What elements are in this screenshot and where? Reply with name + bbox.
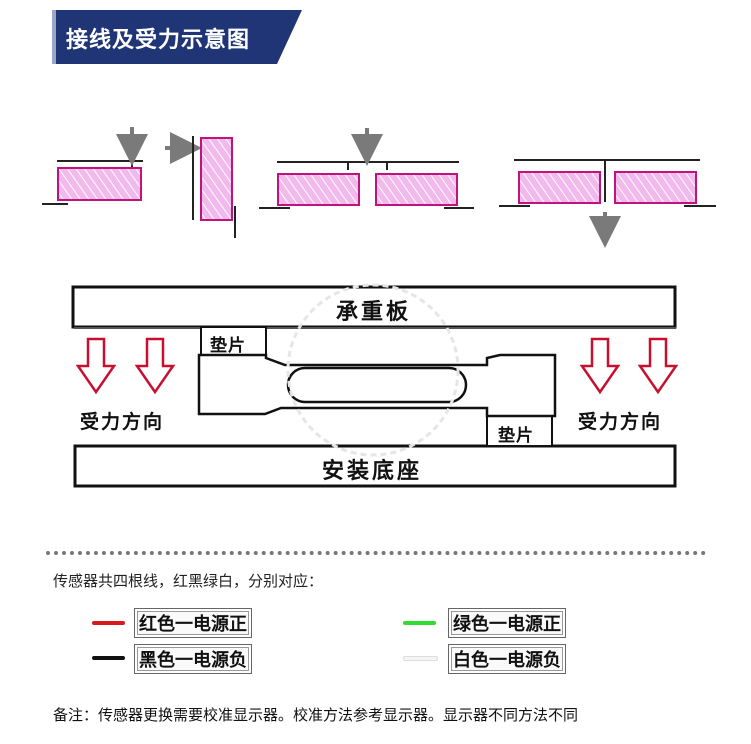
force-direction-label-left: 受力方向 — [80, 411, 165, 433]
sensor-bar — [277, 173, 360, 206]
sensor-bar — [375, 173, 458, 206]
mount-example-side-load — [165, 132, 236, 238]
sensor-bar — [57, 167, 142, 201]
page-title: 接线及受力示意图 — [66, 28, 251, 53]
wire-label-green: 绿色一电源正 — [448, 608, 566, 638]
load-cell-hole — [286, 366, 468, 404]
mounting-base-label: 安装底座 — [322, 459, 423, 484]
force-direction-label-right: 受力方向 — [578, 411, 663, 433]
wire-label-white: 白色一电源负 — [448, 644, 566, 674]
pad-bottom-label: 垫片 — [498, 426, 534, 446]
top-plate — [71, 285, 677, 329]
top-plate-label: 承重板 — [336, 300, 412, 325]
force-arrow-icon — [75, 337, 117, 395]
mount-example-pair-pull-load — [499, 159, 716, 248]
watermark-circle — [286, 283, 460, 457]
mounting-base — [73, 444, 677, 488]
force-arrow-icon — [134, 337, 176, 395]
wiring-intro: 传感器共四根线，红黑绿白，分别对应： — [53, 572, 324, 590]
red-wire-swatch — [92, 621, 125, 625]
force-arrow-icon — [579, 337, 621, 395]
force-arrow-icon — [637, 337, 679, 395]
mounting-diagram — [42, 127, 716, 488]
dotted-divider — [46, 551, 706, 555]
pad-top-label: 垫片 — [210, 336, 246, 356]
black-wire-swatch — [92, 656, 125, 660]
sensor-bar — [200, 137, 233, 221]
white-wire-swatch — [403, 656, 438, 661]
force-arrows-right — [579, 337, 679, 395]
mount-example-pair-top-load — [259, 128, 474, 209]
green-wire-swatch — [403, 621, 436, 625]
force-arrows-left — [75, 337, 176, 395]
wire-label-red: 红色一电源正 — [134, 608, 252, 638]
sensor-bar — [614, 171, 697, 204]
wire-label-black: 黑色一电源负 — [134, 644, 252, 674]
sensor-bar — [518, 171, 601, 204]
header-banner — [52, 10, 302, 64]
footnote: 备注：传感器更换需要校准显示器。校准方法参考显示器。显示器不同方法不同 — [53, 706, 579, 724]
mount-example-top-load — [42, 127, 148, 205]
